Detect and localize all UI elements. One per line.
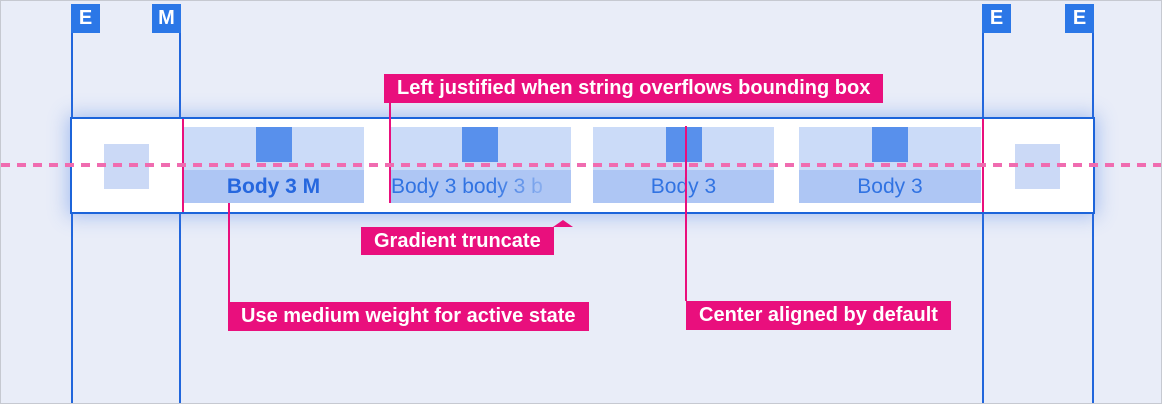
- tab-bounding-box: [799, 127, 981, 170]
- tab-item-overflow: Body 3 body 3 b: [389, 127, 571, 203]
- grid-line-margin-left: [179, 32, 181, 403]
- tab-bounding-box: [593, 127, 774, 170]
- spacing-marker-e-right1: E: [982, 4, 1011, 33]
- annotation-center-aligned: Center aligned by default: [686, 301, 951, 330]
- tab-item-active: Body 3 M: [183, 127, 364, 203]
- icon-placeholder-square: [665, 127, 702, 162]
- grid-line-margin-right: [982, 32, 984, 403]
- arrow-up-icon: [553, 220, 573, 227]
- tab-label: Body 3 M: [183, 170, 364, 203]
- icon-placeholder-square: [462, 127, 498, 162]
- tab-label: Body 3: [799, 170, 981, 203]
- tab-label: Body 3: [593, 170, 774, 203]
- horizontal-centerline-dashed: [1, 163, 1161, 167]
- icon-placeholder-square: [255, 127, 292, 162]
- tab-bounding-box: [183, 127, 364, 170]
- spacing-marker-m-left: M: [152, 4, 181, 33]
- grid-line-edge-left: [71, 32, 73, 403]
- tab-bounding-box: [389, 127, 571, 170]
- pointer-line-medium-weight: [228, 203, 230, 302]
- icon-placeholder-square: [872, 127, 908, 162]
- pointer-line-center-aligned: [685, 126, 687, 301]
- pointer-line-left-justified: [389, 103, 391, 203]
- annotation-left-justified: Left justified when string overflows bou…: [384, 74, 884, 103]
- annotation-gradient-truncate: Gradient truncate: [361, 220, 573, 255]
- spacing-marker-e-right2: E: [1065, 4, 1094, 33]
- tab-label: Body 3 body 3 b: [389, 170, 571, 203]
- grid-line-edge-right: [1092, 32, 1094, 403]
- tab-item-default: Body 3: [593, 127, 774, 203]
- tab-item-default: Body 3: [799, 127, 981, 203]
- spacing-marker-e-left: E: [71, 4, 100, 33]
- truncated-text: Body 3 body 3 b: [391, 175, 543, 198]
- annotation-text: Gradient truncate: [374, 230, 541, 252]
- annotation-medium-weight: Use medium weight for active state: [228, 302, 589, 331]
